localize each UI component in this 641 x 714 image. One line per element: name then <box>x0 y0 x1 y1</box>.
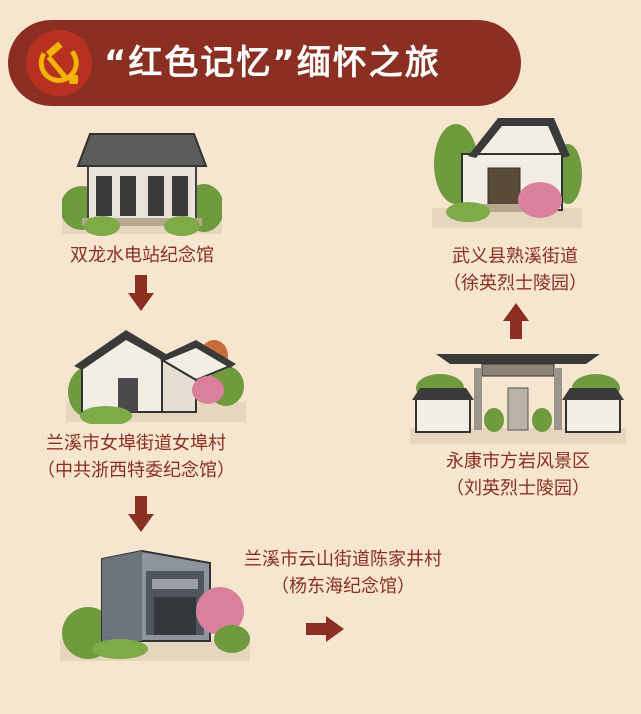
station-subtitle: （徐英烈士陵园） <box>443 273 587 294</box>
station-subtitle: （刘英烈士陵园） <box>446 478 590 499</box>
station-shuanglong-illustration <box>62 130 222 238</box>
station-label-shuxi: 武义县熟溪街道 （徐英烈士陵园） <box>420 243 610 297</box>
station-nvbu-illustration <box>66 316 246 424</box>
station-subtitle: （杨东海纪念馆） <box>271 576 415 597</box>
station-label-nvbu: 兰溪市女埠街道女埠村 （中共浙西特委纪念馆） <box>36 430 236 484</box>
page-title: “红色记忆”缅怀之旅 <box>104 43 441 83</box>
arrow-down-icon <box>128 275 154 311</box>
station-subtitle: （中共浙西特委纪念馆） <box>37 460 235 481</box>
station-name: 永康市方岩风景区 <box>446 451 590 472</box>
arrow-up-icon <box>503 303 529 339</box>
station-fangyan-illustration <box>410 340 626 444</box>
station-label-fangyan: 永康市方岩风景区 （刘英烈士陵园） <box>408 448 628 502</box>
station-name: 武义县熟溪街道 <box>452 246 578 267</box>
station-name: 兰溪市女埠街道女埠村 <box>46 433 226 454</box>
station-chenjiajing-illustration <box>60 545 250 663</box>
arrow-right-icon <box>306 616 344 642</box>
station-name: 兰溪市云山街道陈家井村 <box>244 549 442 570</box>
hammer-sickle-icon <box>24 28 94 98</box>
station-shuxi-illustration <box>432 108 582 230</box>
station-label-shuanglong: 双龙水电站纪念馆 <box>62 242 222 269</box>
title-banner: “红色记忆”缅怀之旅 <box>8 20 521 106</box>
arrow-down-icon <box>128 496 154 532</box>
station-label-chenjiajing: 兰溪市云山街道陈家井村 （杨东海纪念馆） <box>228 546 458 600</box>
station-name: 双龙水电站纪念馆 <box>70 245 214 266</box>
